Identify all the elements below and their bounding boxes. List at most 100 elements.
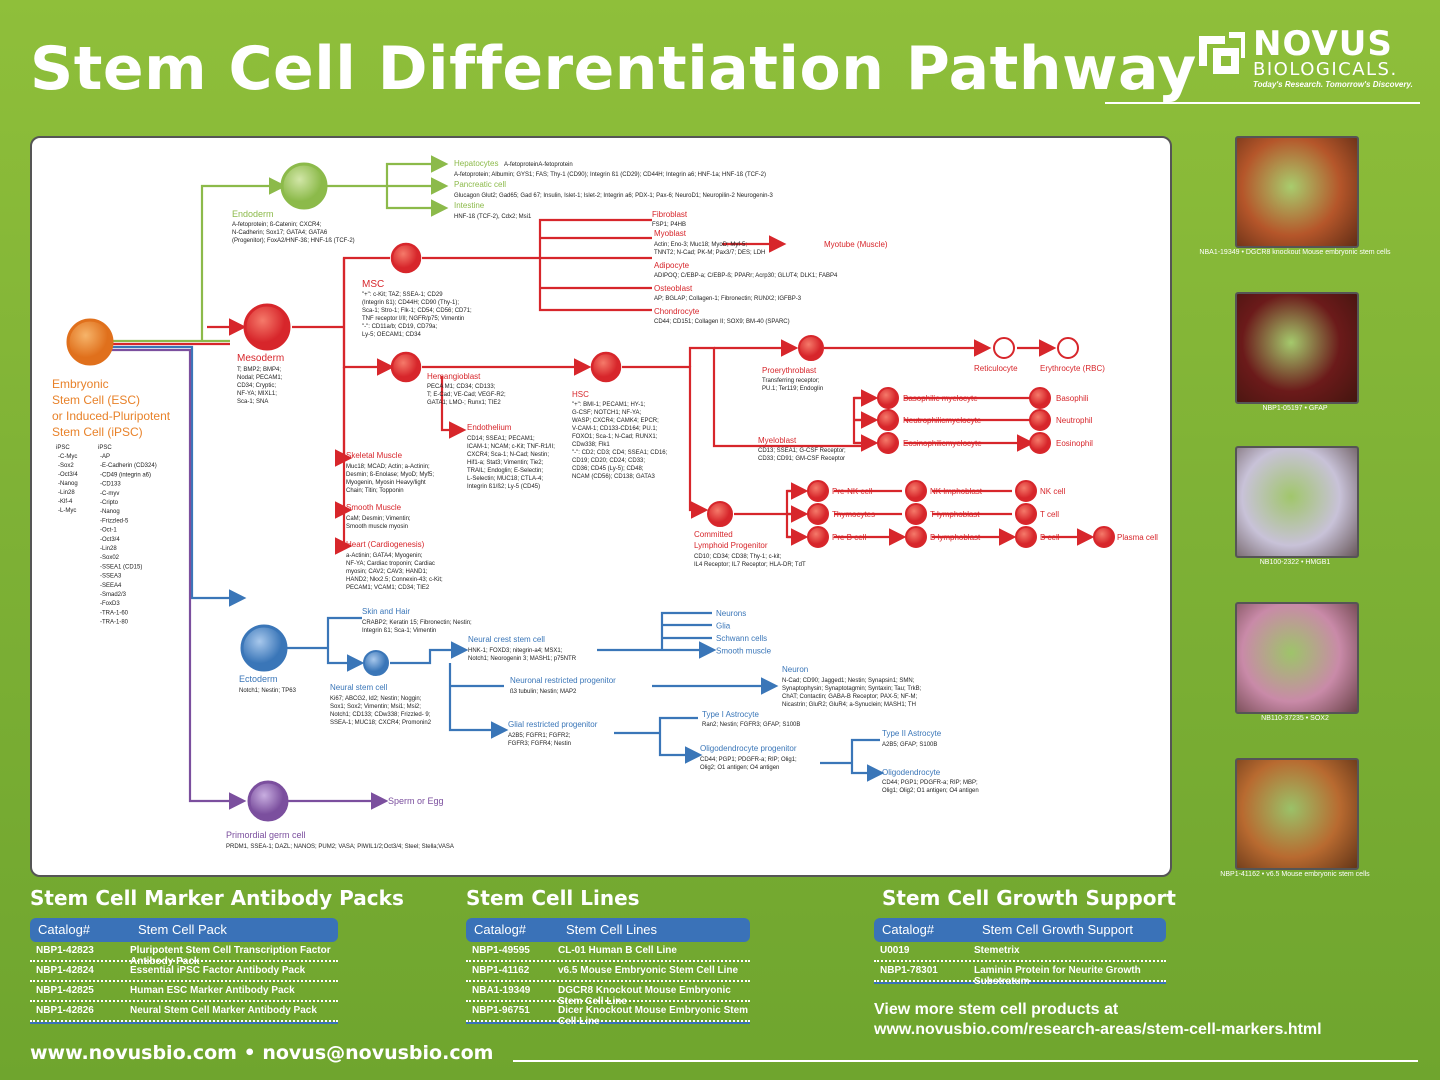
basophilic-myelocyte-node[interactable] — [877, 387, 899, 409]
ipsc-right-items-line: -TRA-1-60 — [100, 610, 129, 616]
oligo-markers-line: Olig1; Olig2; O1 antigen; O4 antigen — [882, 788, 979, 794]
eosinophil-node[interactable] — [1029, 432, 1051, 454]
b-lymphoblast-title: B lymphoblast — [930, 533, 981, 542]
hemangioblast-node[interactable] — [390, 351, 422, 383]
nk-cell-node[interactable] — [1015, 480, 1037, 502]
type2-astro-title: Type II Astrocyte — [882, 729, 942, 738]
pre-b-node[interactable] — [807, 526, 829, 548]
fibroblast-markers-line: FSP1; P4HB — [652, 222, 686, 228]
b-lymphoblast-node[interactable] — [905, 526, 927, 548]
skeletal-markers-line: Chain; Titin; Topponin — [346, 488, 404, 494]
sperm-title: Sperm or Egg — [388, 796, 444, 806]
antibody-packs-title: Stem Cell Marker Antibody Packs — [30, 886, 404, 910]
chondrocyte-title: Chondrocyte — [654, 307, 700, 316]
ipsc-right-items-line: -Nanog — [100, 509, 120, 515]
neutrophilic-myelocyte-node[interactable] — [877, 409, 899, 431]
product-name: Dicer Knockout Mouse Embryonic Stem Cell… — [558, 1005, 749, 1027]
footer-contact[interactable]: www.novusbio.com • novus@novusbio.com — [30, 1042, 494, 1064]
pre-nk-node[interactable] — [807, 480, 829, 502]
ipsc-right-head: iPSC — [98, 445, 112, 451]
basophil-node[interactable] — [1029, 387, 1051, 409]
heart-markers-line: a-Actinin; GATA4; Myogenin; — [346, 553, 423, 559]
pre-nk-title: Pre-NK cell — [832, 487, 873, 496]
endothelium-markers-line: L-Selectin; MUC18; CTLA-4; — [467, 476, 543, 482]
table-end-line — [466, 1022, 750, 1024]
proerythroblast-title: Proerythroblast — [762, 366, 817, 375]
lymphoid-node[interactable] — [707, 501, 733, 527]
msc-node[interactable] — [390, 242, 422, 274]
germ-markers-line: PRDM1, SSEA-1; DAZL; NANOS; PUM2; VASA; … — [226, 844, 454, 850]
reticulocyte-node[interactable] — [993, 337, 1015, 359]
ipsc-left-items-line: -Klf-4 — [58, 499, 73, 505]
hsc-markers-line: V-CAM-1; CD133-CD164; PU.1; — [572, 426, 658, 432]
pancreatic-title: Pancreatic cell — [454, 180, 506, 189]
endoderm-node[interactable] — [280, 162, 328, 210]
neural-crest-markers-line: Notch1; Neorogenin 3; MASH1; p75NTR — [468, 656, 577, 662]
t-cell-node[interactable] — [1015, 503, 1037, 525]
endothelium-markers-line: ICAM-1; NCAM; c-Kit; TNF-R1/II; — [467, 444, 555, 450]
ectoderm-node[interactable] — [240, 624, 288, 672]
stem-cell-title-line: or Induced-Pluripotent — [52, 409, 171, 423]
neutrophil-node[interactable] — [1029, 409, 1051, 431]
catalog-number: NBP1-41162 — [472, 965, 530, 976]
oligo-markers-line: CD44; PGP1; PDGFR-a; RIP; MBP; — [882, 780, 978, 786]
b-cell-node[interactable] — [1015, 526, 1037, 548]
ipsc-right-items-line: -Oct3/4 — [100, 537, 120, 543]
neuron-markers-line: Synaptophysin; Synaptotagmin; Syntaxin; … — [782, 686, 922, 692]
t-lymphoblast-node[interactable] — [905, 503, 927, 525]
more-products-link[interactable]: www.novusbio.com/research-areas/stem-cel… — [874, 1021, 1322, 1038]
neural-stem-node[interactable] — [363, 650, 389, 676]
nk-lymphoblast-node[interactable] — [905, 480, 927, 502]
catalog-number: NBP1-42826 — [36, 1005, 94, 1016]
eosinophilic-myelocyte-node[interactable] — [877, 432, 899, 454]
hsc-node[interactable] — [590, 351, 622, 383]
erythrocyte-node[interactable] — [1057, 337, 1079, 359]
stem-cell-node[interactable] — [66, 318, 114, 366]
endoderm-markers-line: A-fetoprotein; ß-Catenin; CXCR4; — [232, 222, 322, 228]
plasma-cell-node[interactable] — [1093, 526, 1115, 548]
ipsc-right-items-line: -AP — [100, 454, 110, 460]
ipsc-right-items-line: -SSEA1 (CD15) — [100, 564, 142, 570]
title-underline — [1105, 102, 1420, 104]
skin-title: Skin and Hair — [362, 607, 410, 616]
stem-cell-title-line: Stem Cell (iPSC) — [52, 425, 143, 439]
basophilic-myelocyte-title: Basophilic myelocyte — [903, 394, 978, 403]
novus-logo[interactable]: NOVUS BIOLOGICALS. Today's Research. Tom… — [1195, 24, 1420, 90]
page-title: Stem Cell Differentiation Pathway — [30, 34, 1197, 104]
product-name: Pluripotent Stem Cell Transcription Fact… — [130, 945, 331, 967]
neuronal-restricted-title: Neuronal restricted progenitor — [510, 676, 616, 685]
endothelium-markers-line: Hif1-a; Stat3; Vimentin; Tie2; — [467, 460, 544, 466]
smooth-title: Smooth Muscle — [346, 503, 402, 512]
table-end-line — [30, 1022, 338, 1024]
micrograph-image — [1235, 292, 1359, 404]
mesoderm-node[interactable] — [243, 303, 291, 351]
endoderm-title: Endoderm — [232, 209, 274, 219]
msc-markers-line: Sca-1; Stro-1; Flk-1; CD54; CD56; CD71; — [362, 308, 472, 314]
ipsc-left-items-line: -C-Myc — [58, 454, 77, 460]
proerythroblast-node[interactable] — [798, 335, 824, 361]
chondrocyte-markers-line: CD44; CD151; Collagen II; SOX9; BM-40 (S… — [654, 319, 790, 325]
mesoderm-markers-line: CD34; Cryptic; — [237, 383, 276, 389]
msc-markers-line: "+": c-Kit; TAZ; SSEA-1; CD29 — [362, 292, 443, 298]
micrograph-image — [1235, 758, 1359, 870]
thymocytes-node[interactable] — [807, 503, 829, 525]
germ-node[interactable] — [247, 780, 289, 822]
more-products[interactable]: View more stem cell products at www.novu… — [874, 1000, 1322, 1040]
ipsc-right-items-line: -Smad2/3 — [100, 592, 127, 598]
catalog-number: U0019 — [880, 945, 910, 956]
eosinophil-title: Eosinophil — [1056, 439, 1093, 448]
b-cell-title: B cell — [1040, 533, 1060, 542]
